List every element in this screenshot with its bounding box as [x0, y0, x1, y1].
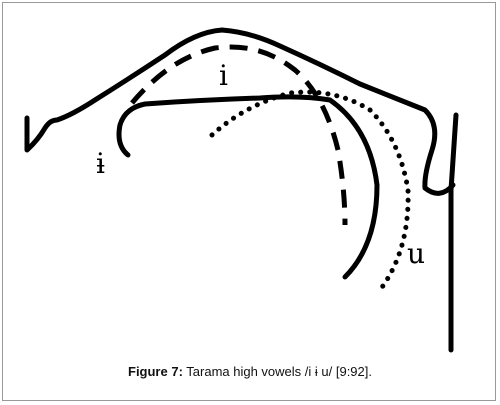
figure-frame [2, 2, 496, 401]
tongue-contour-barred-i [116, 94, 380, 280]
tongue-contour-u [209, 89, 411, 293]
caption-label: Figure 7: [128, 364, 183, 379]
tongue-contour-i [130, 44, 348, 226]
vowel-label-barred-i: ɨ [96, 147, 105, 180]
vowel-label-u: u [407, 237, 426, 270]
caption-text: Tarama high vowels /i ɨ u/ [9:92]. [182, 364, 372, 379]
figure-caption: Figure 7: Tarama high vowels /i ɨ u/ [9:… [0, 364, 500, 379]
palate-outline [24, 27, 456, 196]
vowel-label-i: i [219, 59, 228, 92]
pharyngeal-wall [448, 112, 459, 353]
